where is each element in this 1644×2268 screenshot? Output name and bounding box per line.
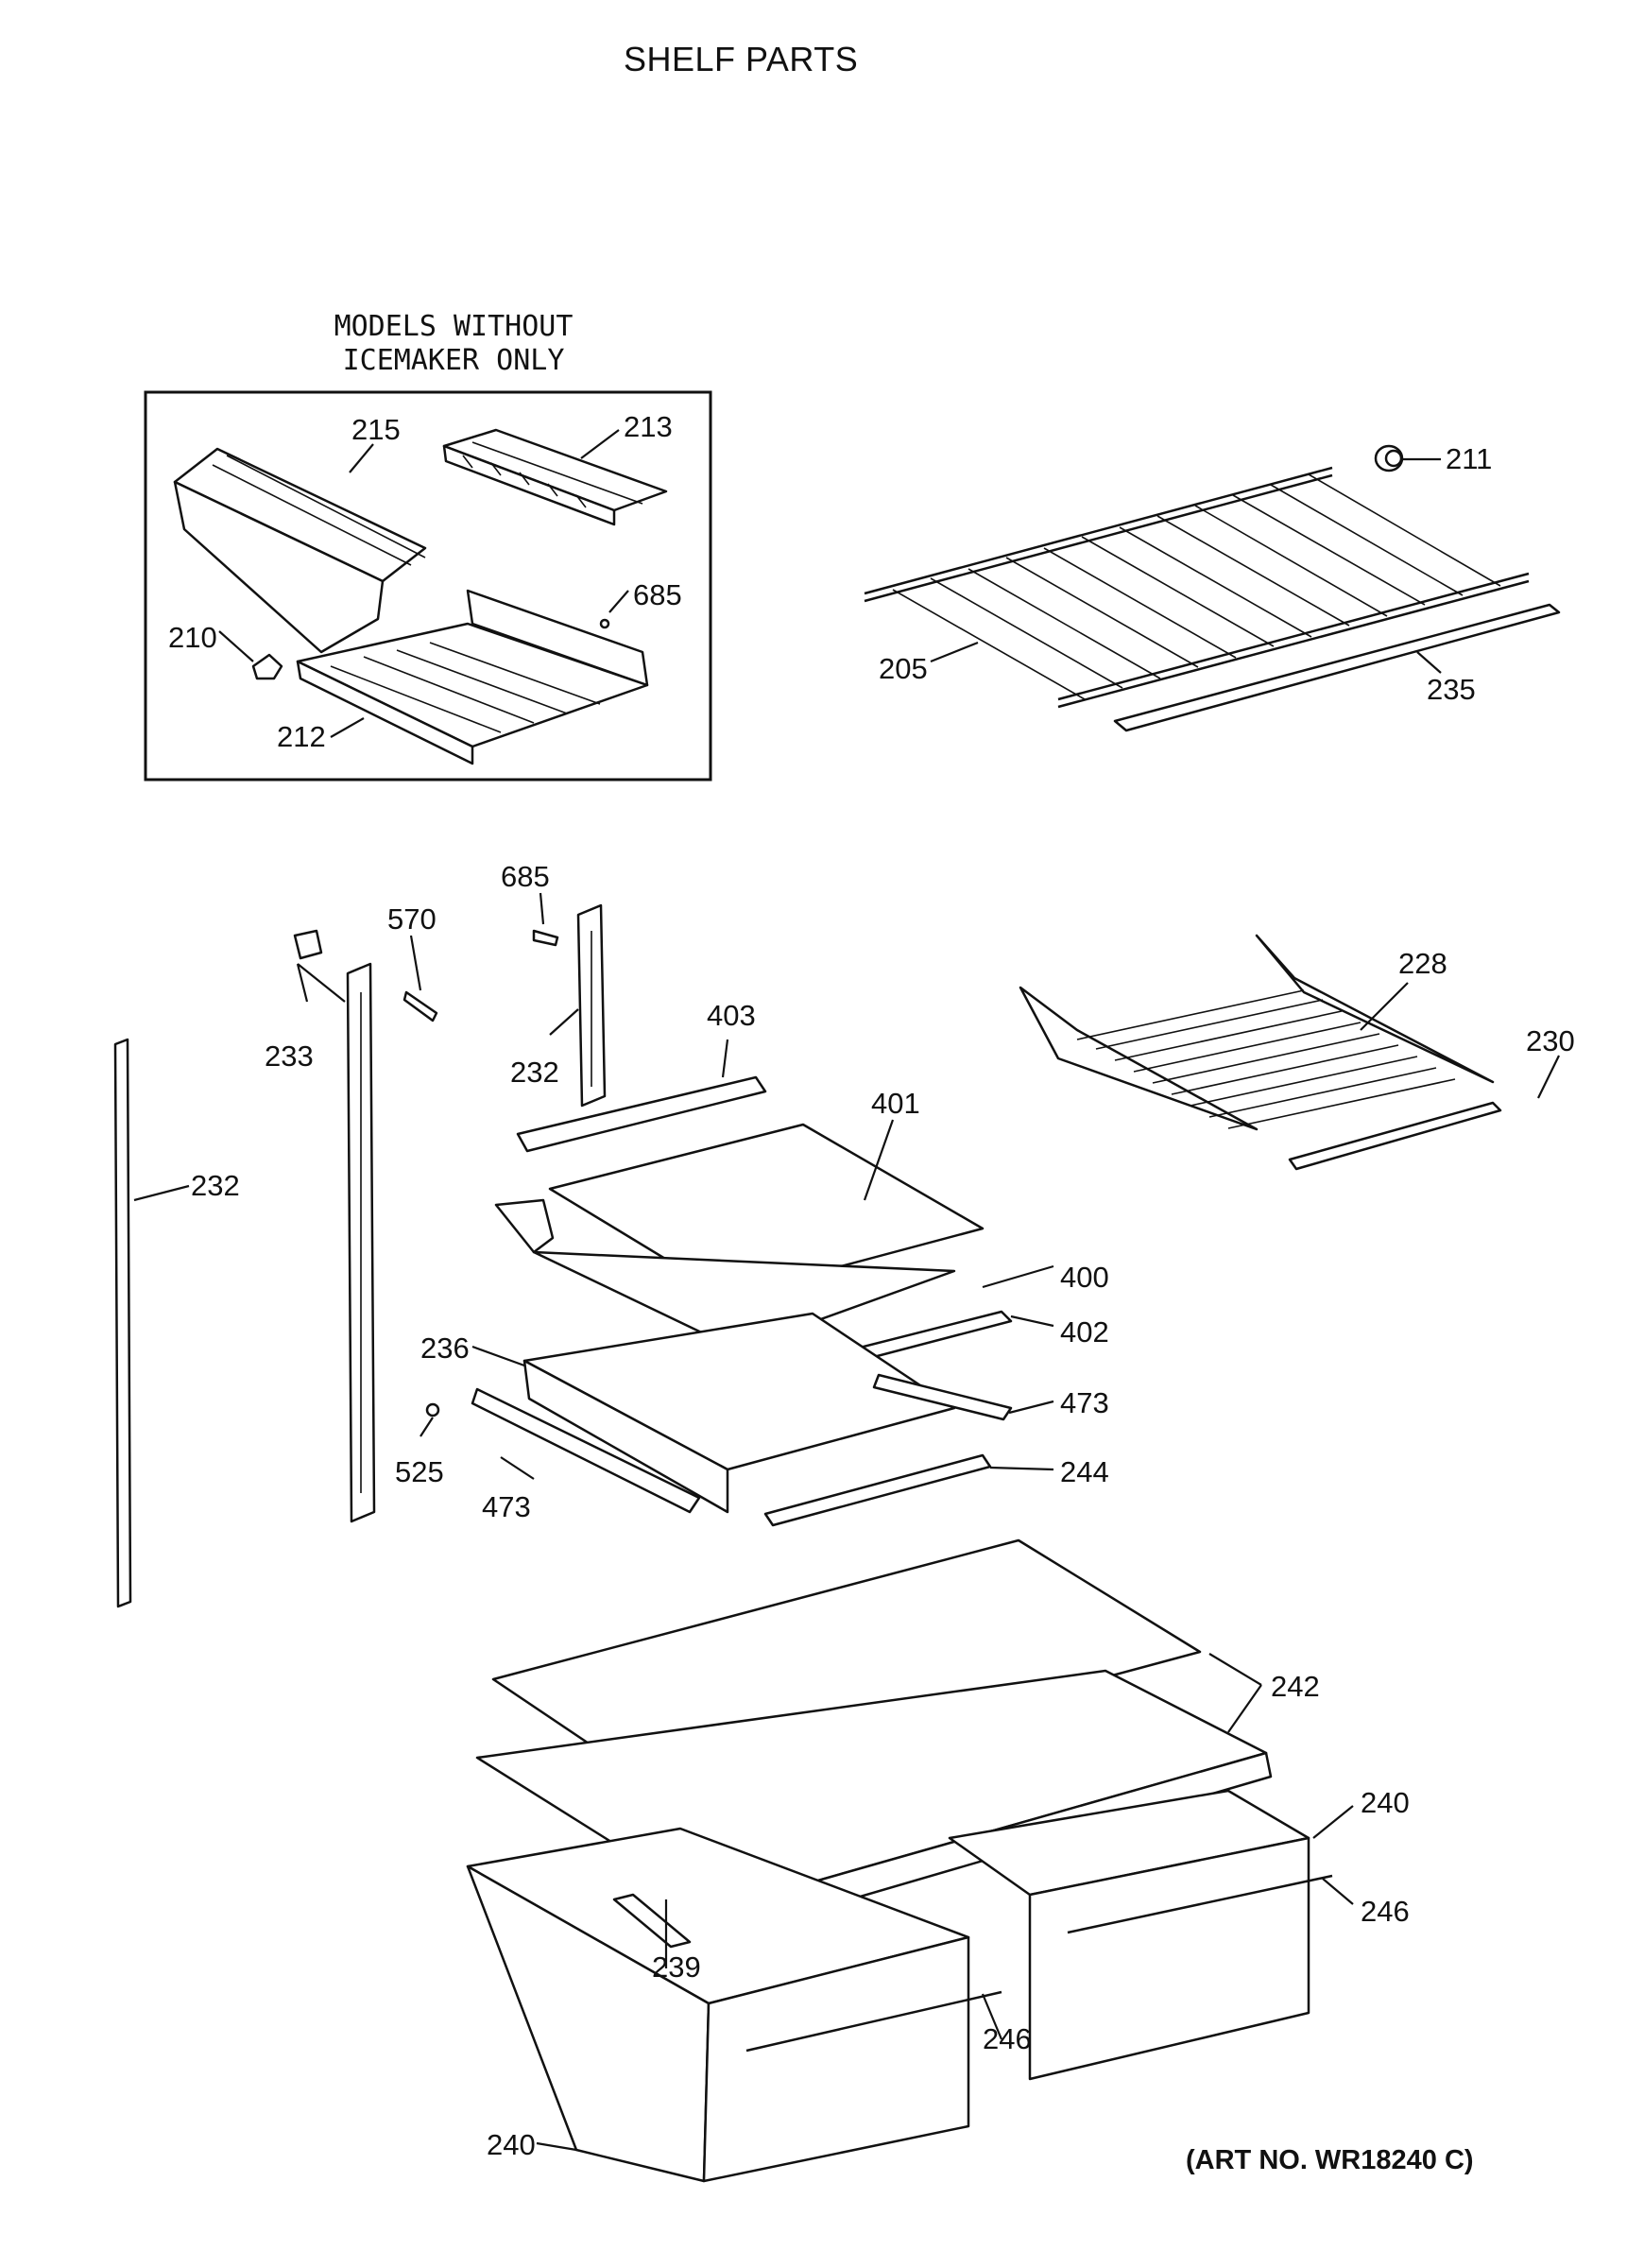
shelf-ladder-left xyxy=(113,1038,132,1608)
shelf-front-403-part xyxy=(516,1075,767,1153)
callout-205: 205 xyxy=(879,652,928,685)
callout-232-upper: 232 xyxy=(510,1056,559,1089)
callout-230: 230 xyxy=(1526,1024,1575,1057)
callout-403: 403 xyxy=(707,999,756,1032)
screw-part-inset xyxy=(599,618,610,629)
callout-570: 570 xyxy=(387,902,437,936)
inset-caption: MODELS WITHOUT ICEMAKER ONLY xyxy=(312,310,595,378)
screw-570-part xyxy=(402,990,438,1022)
callout-473-right: 473 xyxy=(1060,1386,1109,1419)
shelf-trim-230-part xyxy=(1288,1101,1502,1171)
callout-233: 233 xyxy=(265,1040,314,1073)
inset-caption-line-1: MODELS WITHOUT xyxy=(334,310,574,343)
callout-labels: 215 213 685 210 212 211 205 235 685 570 … xyxy=(168,410,1575,2161)
callout-235: 235 xyxy=(1427,673,1476,706)
callout-215: 215 xyxy=(351,413,401,446)
callout-210: 210 xyxy=(168,621,217,654)
rail-end-part xyxy=(293,929,323,960)
crisper-drawer-240-left xyxy=(466,1827,1002,2183)
callout-213: 213 xyxy=(624,410,673,443)
callout-212: 212 xyxy=(277,720,326,753)
shelf-ladder-upper xyxy=(576,903,607,1108)
callout-402: 402 xyxy=(1060,1315,1109,1349)
divider-239-part xyxy=(612,1893,692,1949)
callout-236: 236 xyxy=(420,1332,470,1365)
callout-232-left: 232 xyxy=(191,1169,240,1202)
callout-246-left: 246 xyxy=(983,2022,1032,2055)
ice-bin-rack-part xyxy=(296,589,649,765)
callout-246-right: 246 xyxy=(1361,1895,1410,1928)
ice-bucket-part xyxy=(173,447,427,654)
slide-rail-473-right xyxy=(872,1373,1013,1421)
diagram-title: SHELF PARTS xyxy=(624,40,859,78)
callout-239: 239 xyxy=(652,1950,701,1984)
ice-tray-part xyxy=(442,428,668,526)
callout-525: 525 xyxy=(395,1455,444,1488)
shelf-stop-part xyxy=(1374,444,1404,472)
callout-685-inset: 685 xyxy=(633,578,682,611)
screw-685-part xyxy=(532,929,559,947)
callout-401: 401 xyxy=(871,1087,920,1120)
wire-shelf-part xyxy=(864,466,1530,709)
shelf-trim-part xyxy=(1113,603,1561,732)
callout-228: 228 xyxy=(1398,947,1447,980)
callout-473-left: 473 xyxy=(482,1490,531,1523)
callout-242: 242 xyxy=(1271,1670,1320,1703)
inset-caption-line-2: ICEMAKER ONLY xyxy=(342,344,565,377)
pan-trim-244-part xyxy=(763,1453,992,1527)
callout-685: 685 xyxy=(501,860,550,893)
callout-400: 400 xyxy=(1060,1261,1109,1294)
clip-part xyxy=(251,653,283,680)
shelf-frame-400-part xyxy=(494,1198,956,1351)
wire-shelf-228-part xyxy=(1019,934,1495,1131)
callout-240-right: 240 xyxy=(1361,1786,1410,1819)
callout-244: 244 xyxy=(1060,1455,1109,1488)
shelf-ladder-middle xyxy=(346,962,376,1523)
inset-frame xyxy=(144,390,712,782)
screw-525-part xyxy=(425,1402,440,1418)
art-number: (ART NO. WR18240 C) xyxy=(1186,2145,1474,2175)
callout-240-left: 240 xyxy=(487,2128,536,2161)
slide-rail-473-left xyxy=(471,1387,701,1514)
callout-211: 211 xyxy=(1446,442,1492,475)
crisper-drawer-240-right xyxy=(948,1789,1333,2081)
leader-lines xyxy=(133,429,1560,2152)
